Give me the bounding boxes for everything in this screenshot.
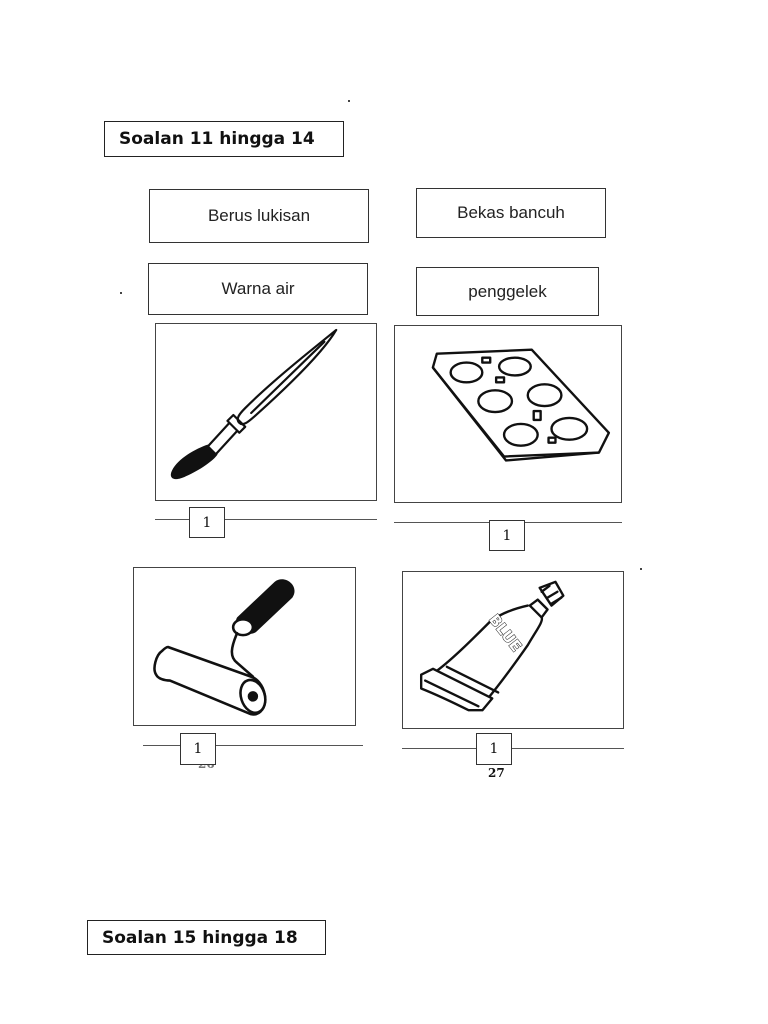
- section-heading-15-18: Soalan 15 hingga 18: [87, 920, 326, 955]
- label-text: Warna air: [221, 279, 295, 298]
- scan-speck: [348, 100, 350, 102]
- answer-box[interactable]: 1: [489, 520, 525, 551]
- answer-line: [155, 519, 377, 520]
- picture-frame: [394, 325, 622, 503]
- answer-value: 1: [193, 741, 203, 757]
- answer-box[interactable]: 1: [189, 507, 225, 538]
- label-text: Bekas bancuh: [457, 203, 565, 222]
- scan-speck: [640, 568, 642, 570]
- section-heading-text: Soalan 11 hingga 14: [119, 129, 315, 149]
- label-box: Berus lukisan: [149, 189, 369, 243]
- tube-label: BLUE: [485, 611, 524, 655]
- answer-box[interactable]: 1: [180, 733, 216, 765]
- label-box: penggelek: [416, 267, 599, 316]
- answer-value: 1: [202, 514, 212, 531]
- picture-frame: BLUE: [402, 571, 624, 729]
- answer-value: 1: [502, 527, 512, 544]
- answer-line: [143, 745, 363, 746]
- paint-brush-icon: [170, 328, 338, 480]
- section-heading-11-14: Soalan 11 hingga 14: [104, 121, 344, 157]
- section-heading-text: Soalan 15 hingga 18: [102, 927, 298, 948]
- answer-value: 1: [489, 741, 499, 757]
- label-box: Bekas bancuh: [416, 188, 606, 238]
- label-box: Warna air: [148, 263, 368, 315]
- picture-frame: [155, 323, 377, 501]
- label-text: Berus lukisan: [207, 206, 311, 225]
- label-text: penggelek: [468, 281, 547, 301]
- answer-line: [402, 748, 624, 749]
- answer-box[interactable]: 1: [476, 733, 512, 765]
- scan-speck: [120, 292, 122, 294]
- paint-roller-icon: [153, 579, 295, 716]
- page-number: 27: [488, 766, 505, 780]
- paint-palette-icon: [431, 348, 611, 462]
- picture-frame: [133, 567, 356, 726]
- paint-tube-icon: BLUE: [419, 580, 565, 712]
